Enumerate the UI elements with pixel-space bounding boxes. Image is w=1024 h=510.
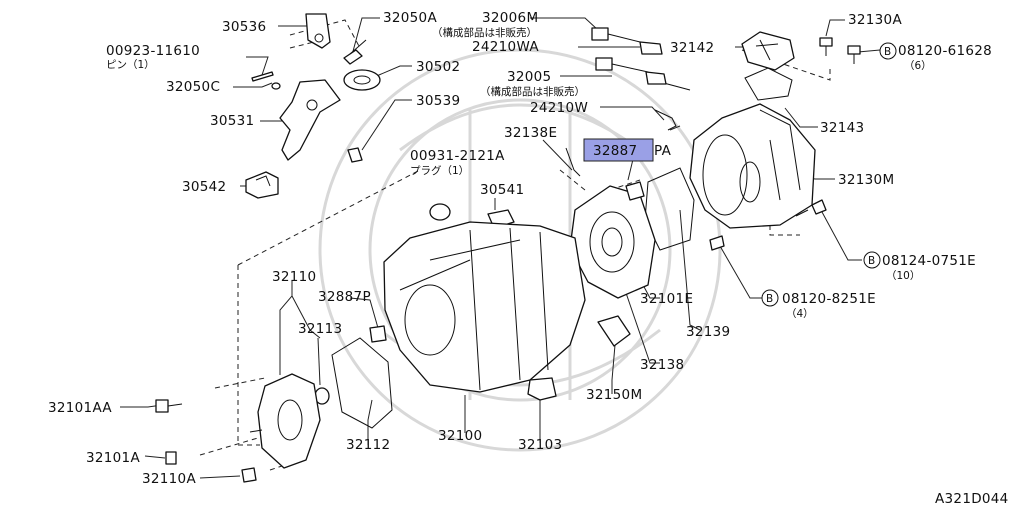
part-bolt-32050A [343, 39, 367, 65]
part-bolt-32130A [819, 37, 833, 56]
label-32112[interactable]: 32112 [346, 437, 390, 453]
label-32103[interactable]: 32103 [518, 437, 562, 453]
label-32100[interactable]: 32100 [438, 428, 482, 444]
part-adapter-plate-32101E [569, 185, 656, 299]
label-30539[interactable]: 30539 [416, 93, 460, 109]
label-32006M[interactable]: 32006M [482, 10, 538, 26]
label-32113[interactable]: 32113 [298, 321, 342, 337]
label-32050A[interactable]: 32050A [383, 10, 437, 26]
label-00923-11610[interactable]: 00923-11610 [106, 43, 200, 59]
label-32050C[interactable]: 32050C [166, 79, 220, 95]
label-08120-8251E-qty: （4） [786, 308, 814, 320]
label-24210W[interactable]: 24210W [530, 100, 588, 116]
label-32139[interactable]: 32139 [686, 324, 730, 340]
part-harness-24210W [654, 109, 677, 131]
part-pivot-30539 [347, 147, 363, 163]
label-30536[interactable]: 30536 [222, 19, 266, 35]
part-bolt-32110A [241, 467, 257, 483]
bolt-mark-letter: B [766, 293, 773, 305]
label-08124-0751E[interactable]: 08124-0751E [882, 253, 976, 269]
bolt-mark-letter: B [868, 255, 875, 267]
label-00931-2121A[interactable]: 00931-2121A [410, 148, 505, 164]
label-08120-61628[interactable]: 08120-61628 [898, 43, 992, 59]
part-bushing-32887P [369, 325, 387, 343]
part-sensor-32005 [595, 57, 691, 91]
label-00931-sub: プラグ（1） [410, 164, 469, 177]
label-32005[interactable]: 32005 [507, 69, 551, 85]
part-sensor-32006M [591, 27, 663, 55]
label-30502[interactable]: 30502 [416, 59, 460, 75]
label-32887P[interactable]: 32887P [318, 289, 371, 305]
label-32110A[interactable]: 32110A [142, 471, 196, 487]
part-bolt-32101A [165, 451, 177, 465]
label-00923-sub: ピン（1） [106, 59, 155, 71]
part-main-case-32100 [383, 221, 586, 393]
label-32005-note: （構成部品は非販売） [480, 85, 585, 98]
bolt-mark-icon [863, 251, 881, 269]
part-shift-fork-bracket [305, 13, 331, 49]
part-mount-32103 [527, 377, 557, 401]
part-clip-32050C [271, 82, 281, 90]
label-32130M[interactable]: 32130M [838, 172, 894, 188]
part-bolt-08120-8251E [709, 235, 725, 251]
part-bolt-08120-61628 [847, 45, 861, 64]
part-front-cover-32110 [249, 373, 321, 469]
label-32101E[interactable]: 32101E [640, 291, 693, 307]
bolt-mark-letter: B [884, 46, 891, 58]
part-pin [251, 71, 274, 82]
part-gasket-32112 [331, 337, 393, 429]
label-32143[interactable]: 32143 [820, 120, 864, 136]
label-08120-61628-qty: （6） [904, 60, 932, 72]
label-08124-qty: （10） [886, 270, 920, 282]
bolt-mark-icon [879, 42, 897, 60]
label-32138[interactable]: 32138 [640, 357, 684, 373]
part-plug-00931 [429, 203, 451, 221]
label-32887PA-suffix: PA [654, 143, 672, 159]
part-gasket-32143 [744, 67, 793, 101]
label-32006M-note: （構成部品は非販売） [432, 26, 537, 39]
part-bolt-32101AA [155, 399, 183, 413]
highlight-box [583, 138, 654, 162]
label-32887PA-highlight[interactable]: 32887 [593, 143, 637, 159]
diagram-code: A321D044 [935, 491, 1009, 507]
part-switch-30542 [245, 171, 279, 199]
part-bushing-32887PA [625, 181, 645, 201]
part-bolt-08124-0751E [795, 199, 827, 217]
part-labels: 30536 32050A 32006M （構成部品は非販売） 32130A 00… [48, 10, 1009, 507]
part-plate-32150M [597, 315, 631, 347]
bolt-mark-icon [761, 289, 779, 307]
label-30531[interactable]: 30531 [210, 113, 254, 129]
part-release-bearing [343, 69, 381, 91]
watermark-emblem [318, 48, 722, 452]
part-withdrawal-lever [279, 79, 341, 161]
label-32138E[interactable]: 32138E [504, 125, 557, 141]
label-32110[interactable]: 32110 [272, 269, 316, 285]
label-30541[interactable]: 30541 [480, 182, 524, 198]
label-32142[interactable]: 32142 [670, 40, 714, 56]
label-24210WA[interactable]: 24210WA [472, 39, 539, 55]
label-32150M[interactable]: 32150M [586, 387, 642, 403]
label-32101AA[interactable]: 32101AA [48, 400, 112, 416]
label-30542[interactable]: 30542 [182, 179, 226, 195]
label-32130A[interactable]: 32130A [848, 12, 902, 28]
label-32101A[interactable]: 32101A [86, 450, 140, 466]
part-pipe-32138E [565, 147, 581, 177]
part-cover-32142 [741, 31, 795, 71]
label-08120-8251E[interactable]: 08120-8251E [782, 291, 876, 307]
